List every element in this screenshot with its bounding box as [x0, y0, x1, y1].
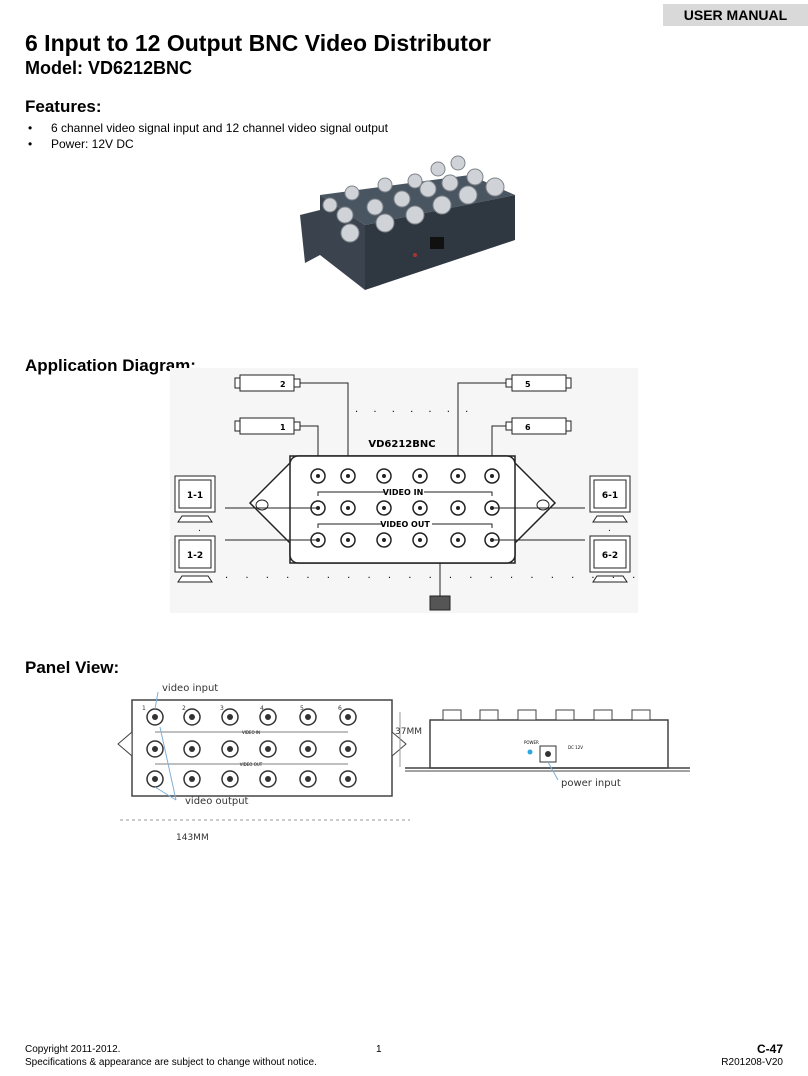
product-photo: [300, 155, 515, 290]
footer-revision: R201208-V20: [721, 1057, 783, 1068]
height-dimension: 37MM: [395, 727, 422, 737]
camera-label: 5: [525, 380, 531, 389]
footer-page-code: C-47: [756, 1042, 783, 1056]
monitor-icon: 1-2: [174, 535, 216, 583]
svg-text:1: 1: [142, 705, 146, 712]
svg-text:5: 5: [300, 705, 304, 712]
svg-text:2: 2: [182, 705, 186, 712]
application-diagram: 2 1 5 6 . . . . . . . VD6212BNC: [170, 368, 638, 613]
svg-text:. . . . . . .: . . . . . . .: [355, 404, 474, 415]
power-led-label: POWER: [524, 740, 539, 745]
svg-text:.: .: [608, 524, 611, 534]
monitor-label: 1-1: [187, 491, 203, 501]
footer-disclaimer: Specifications & appearance are subject …: [25, 1057, 317, 1068]
camera-icon: 5: [505, 374, 572, 392]
features-list: 6 channel video signal input and 12 chan…: [25, 120, 388, 152]
power-input-callout: power input: [561, 778, 621, 789]
camera-icon: 2: [234, 374, 301, 392]
monitor-label: 6-2: [602, 551, 618, 561]
monitor-icon: 6-1: [589, 475, 631, 523]
feature-item: Power: 12V DC: [25, 136, 388, 152]
panel-video-out-label: VIDEO OUT: [240, 762, 263, 767]
footer-copyright: Copyright 2011-2012.: [25, 1044, 121, 1055]
dc-label: DC 12V: [568, 745, 583, 750]
user-manual-badge: USER MANUAL: [663, 4, 808, 26]
footer-page-number: 1: [376, 1044, 382, 1055]
panel-video-in-label: VIDEO IN: [242, 730, 260, 735]
monitor-icon: 6-2: [589, 535, 631, 583]
svg-text:.: .: [198, 524, 201, 534]
camera-label: 1: [280, 423, 286, 432]
panel-view-heading: Panel View:: [25, 658, 120, 677]
camera-label: 6: [525, 423, 531, 432]
camera-icon: 6: [505, 417, 572, 435]
svg-text:3: 3: [220, 705, 224, 712]
svg-text:. . . . . . . . . . . . . . .: . . . . . . . . . . . . . . . . . . . . …: [225, 570, 638, 581]
power-adapter-icon: [429, 595, 451, 611]
video-out-label: VIDEO OUT: [380, 520, 430, 529]
width-dimension: 143MM: [176, 833, 209, 843]
svg-text:4: 4: [260, 705, 264, 712]
feature-item: 6 channel video signal input and 12 chan…: [25, 120, 388, 136]
monitor-label: 6-1: [602, 491, 618, 501]
model-number: Model: VD6212BNC: [25, 58, 193, 78]
video-output-callout: video output: [185, 796, 249, 807]
svg-text:6: 6: [338, 705, 342, 712]
monitor-label: 1-2: [187, 551, 203, 561]
video-input-callout: video input: [162, 683, 218, 694]
page-title: 6 Input to 12 Output BNC Video Distribut…: [25, 30, 491, 56]
camera-label: 2: [280, 380, 286, 389]
device-label: VD6212BNC: [368, 439, 435, 450]
video-in-label: VIDEO IN: [383, 488, 424, 497]
application-diagram-heading: Application Diagram:: [25, 356, 196, 375]
camera-icon: 1: [234, 417, 301, 435]
features-heading: Features:: [25, 97, 102, 116]
monitor-icon: 1-1: [174, 475, 216, 523]
